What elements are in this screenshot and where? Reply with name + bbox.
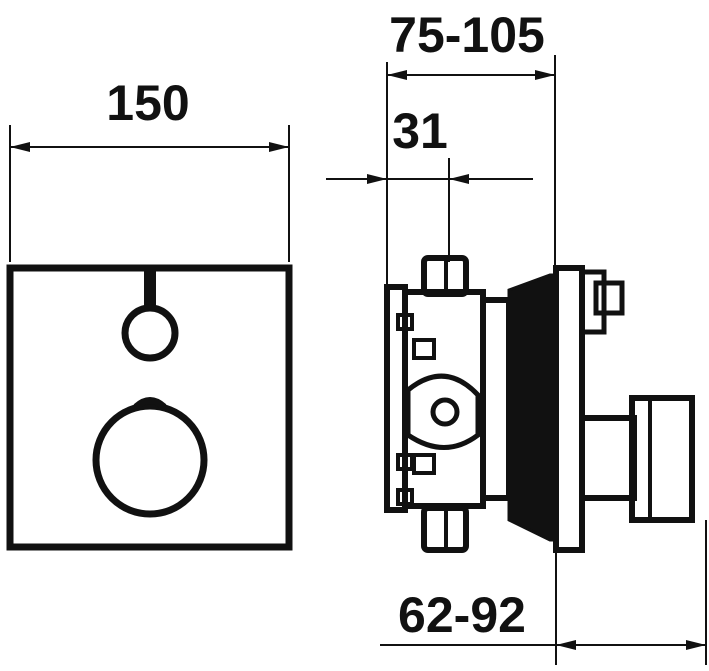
depth-range-dimension: 75-105 bbox=[387, 7, 555, 80]
offset-label: 31 bbox=[392, 103, 448, 159]
depth-range-label: 75-105 bbox=[389, 7, 545, 63]
side-view: 75-105 31 62-92 bbox=[326, 7, 707, 665]
front-view: 150 bbox=[6, 75, 293, 551]
offset-dimension: 31 bbox=[326, 103, 533, 184]
front-width-label: 150 bbox=[106, 75, 189, 131]
valve-body-outline bbox=[384, 255, 695, 553]
front-width-dimension: 150 bbox=[9, 75, 290, 262]
handle-depth-label: 62-92 bbox=[398, 587, 526, 643]
cover-plate-outline bbox=[6, 264, 293, 551]
diverter-valve-symbol bbox=[121, 270, 179, 362]
handle-depth-dimension: 62-92 bbox=[380, 520, 707, 665]
thermostat-knob-symbol bbox=[92, 397, 208, 518]
